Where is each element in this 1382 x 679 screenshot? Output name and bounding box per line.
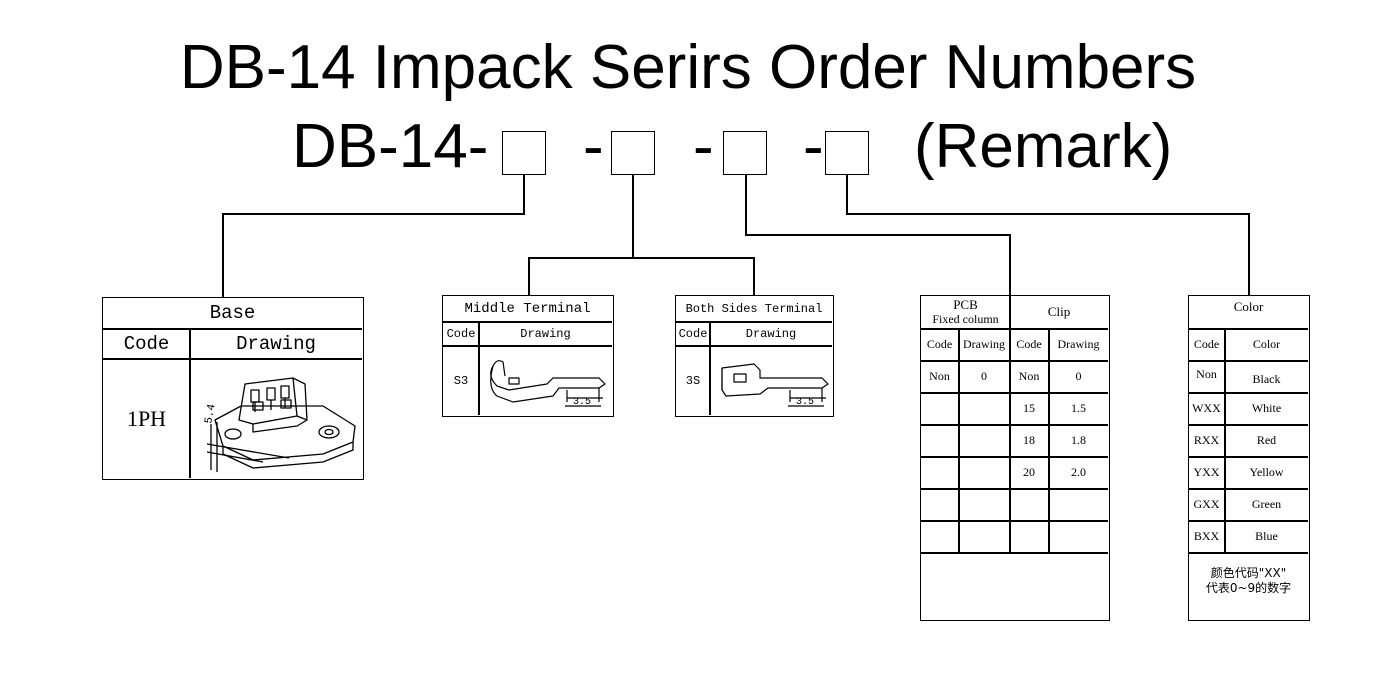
separator: - xyxy=(803,112,824,181)
base-table-title: Base xyxy=(209,302,256,324)
separator: - xyxy=(693,112,714,181)
middle-terminal-col-code: Code xyxy=(446,327,476,341)
clip-row-drawing: 2.0 xyxy=(1071,465,1086,479)
clip-row-code: 20 xyxy=(1023,465,1035,479)
color-table-title: Color xyxy=(1233,299,1264,314)
middle-terminal-table: Middle Terminal Code Drawing S3 3.5 xyxy=(442,295,614,417)
pcb-subtitle: Fixed column xyxy=(932,311,999,326)
clip-title: Clip xyxy=(1047,304,1071,319)
pcb-clip-code-slot xyxy=(723,131,767,175)
both-sides-terminal-title: Both Sides Terminal xyxy=(685,301,823,316)
part-number-prefix: DB-14- xyxy=(292,112,489,181)
color-row-code: YXX xyxy=(1193,465,1220,479)
clip-row-drawing: 1.5 xyxy=(1071,401,1086,415)
base-col-drawing: Drawing xyxy=(236,333,316,355)
color-table: Color Code Color Non Black WXX White RXX… xyxy=(1188,295,1310,621)
clip-col-code: Code xyxy=(1016,337,1042,351)
middle-terminal-drawing xyxy=(490,360,606,407)
pcb-clip-table: PCB Fixed column Clip Code Drawing Code … xyxy=(920,295,1110,621)
color-row-code: BXX xyxy=(1193,529,1220,543)
color-col-code: Code xyxy=(1193,337,1220,351)
color-row-name: Red xyxy=(1256,433,1277,447)
clip-row-code: 15 xyxy=(1023,401,1035,415)
both-sides-terminal-drawing xyxy=(721,363,829,407)
color-row-name: Yellow xyxy=(1249,465,1284,479)
base-connector-drawing xyxy=(206,377,356,472)
color-row-code: GXX xyxy=(1193,497,1220,511)
color-row-name: White xyxy=(1251,401,1282,415)
both-sides-terminal-col-code: Code xyxy=(678,327,708,341)
clip-row-drawing: 1.8 xyxy=(1071,433,1086,447)
both-sides-terminal-row-code: 3S xyxy=(685,373,701,388)
middle-terminal-title: Middle Terminal xyxy=(464,300,591,317)
pcb-col-drawing: Drawing xyxy=(963,337,1005,351)
both-sides-terminal-table: Both Sides Terminal Code Drawing 3S 3.5 xyxy=(675,295,834,417)
color-row-name: Blue xyxy=(1255,529,1278,543)
pcb-col-code: Code xyxy=(926,337,953,351)
color-row-code: Non xyxy=(1196,366,1217,381)
color-note-line2: 代表0~9的数字 xyxy=(1205,580,1292,595)
color-row-name: Green xyxy=(1251,497,1282,511)
base-table: Base Code Drawing 1PH 5.4 xyxy=(102,297,364,480)
middle-terminal-dim-label: 3.5 xyxy=(573,397,592,408)
clip-row-code: 18 xyxy=(1023,433,1035,447)
color-code-slot xyxy=(825,131,869,175)
color-row-code: WXX xyxy=(1192,401,1221,415)
color-note-line1: 颜色代码"XX" xyxy=(1210,565,1287,580)
both-sides-terminal-dim-label: 3.5 xyxy=(796,397,815,408)
both-sides-terminal-col-drawing: Drawing xyxy=(745,327,797,341)
base-row-code: 1PH xyxy=(126,405,167,431)
color-row-code: RXX xyxy=(1193,433,1220,447)
clip-col-drawing: Drawing xyxy=(1057,337,1100,351)
page-title: DB-14 Impack Serirs Order Numbers xyxy=(179,33,1197,102)
remark-label: (Remark) xyxy=(914,112,1173,181)
color-row-name: Black xyxy=(1252,371,1281,386)
middle-terminal-row-code: S3 xyxy=(453,373,469,388)
middle-terminal-code-slot xyxy=(611,131,655,175)
separator: - xyxy=(583,112,604,181)
middle-terminal-col-drawing: Drawing xyxy=(520,327,571,341)
pcb-title: PCB xyxy=(953,297,978,312)
pcb-row-code: Non xyxy=(929,369,950,383)
base-code-slot xyxy=(502,131,546,175)
clip-row-drawing: 0 xyxy=(1075,369,1082,383)
pcb-row-drawing: 0 xyxy=(981,369,987,383)
base-col-code: Code xyxy=(123,333,170,355)
color-col-color: Color xyxy=(1252,337,1281,351)
clip-row-code: Non xyxy=(1018,369,1040,383)
